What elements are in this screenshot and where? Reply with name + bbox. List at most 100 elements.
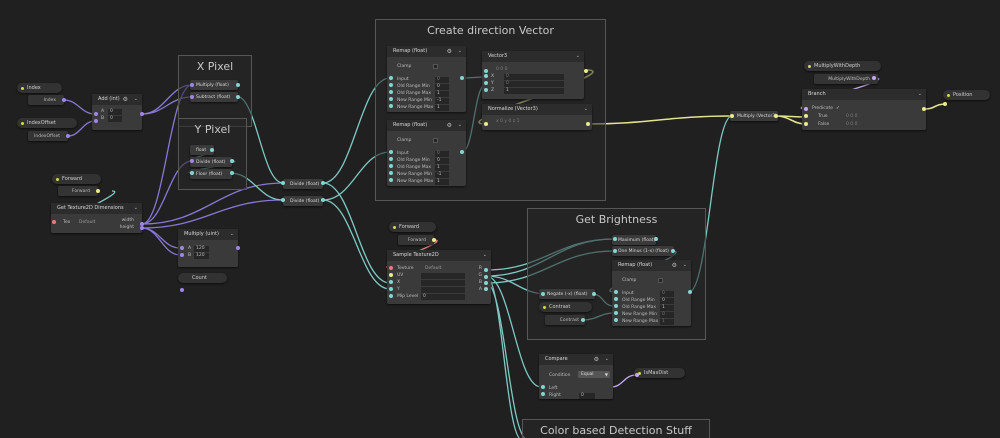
node-header[interactable]: Remap (float)⚙⌄	[387, 120, 466, 131]
port-float-14[interactable]	[230, 159, 234, 163]
node-header[interactable]: Remap (float)⚙⌄	[387, 46, 466, 57]
port-float-27[interactable]	[389, 90, 393, 94]
property-forward-2[interactable]: Forward	[389, 222, 436, 232]
port-texture-54[interactable]	[389, 266, 393, 270]
port-float-66[interactable]	[671, 249, 675, 253]
port-float-63[interactable]	[613, 237, 617, 241]
sample-texture2d-node[interactable]: Sample Texture2D⌄ Texture Default UV X Y…	[387, 250, 491, 304]
remap-float-node-2[interactable]: Remap (float)⚙⌄ Clamp Input Old Range Mi…	[387, 120, 466, 186]
port-vector-48[interactable]	[804, 122, 808, 126]
old-max-field[interactable]: 1	[435, 165, 449, 171]
property-position[interactable]: Position	[943, 90, 990, 100]
input-a-field[interactable]: 120	[194, 246, 209, 252]
port-float-35[interactable]	[389, 178, 393, 182]
branch-node[interactable]: Branch⌄ Predicate ✓ True False 0 0 0 0 0…	[802, 89, 926, 130]
floor-float-node[interactable]: Floor (float)	[190, 169, 232, 179]
port-float-12[interactable]	[210, 148, 214, 152]
chevron-down-icon[interactable]: ⌄	[133, 96, 138, 102]
port-float-29[interactable]	[389, 104, 393, 108]
old-min-field[interactable]: 0	[435, 84, 449, 90]
clamp-checkbox[interactable]	[658, 278, 663, 283]
wire-int-9[interactable]	[141, 199, 284, 229]
port-int-17[interactable]	[180, 246, 184, 250]
remap-float-node-1[interactable]: Remap (float)⚙⌄ Clamp Input Old Range Mi…	[387, 46, 466, 112]
divide-float-small-node[interactable]: Divide (float)	[190, 157, 232, 167]
port-float-76[interactable]	[541, 385, 545, 389]
port-float-10[interactable]	[236, 83, 240, 87]
port-float-28[interactable]	[389, 97, 393, 101]
input-field[interactable]: 0	[435, 151, 449, 157]
port-float-15[interactable]	[190, 171, 194, 175]
wire-bool-40[interactable]	[610, 374, 637, 388]
port-float-38[interactable]	[484, 74, 488, 78]
port-int-18[interactable]	[180, 253, 184, 257]
multiply-with-depth-output-node[interactable]: MultiplyWithDepth	[814, 74, 878, 84]
port-vector-52[interactable]	[96, 189, 100, 193]
port-float-25[interactable]	[389, 76, 393, 80]
port-float-70[interactable]	[614, 311, 618, 315]
wire-float-18[interactable]	[322, 199, 391, 290]
old-max-field[interactable]: 1	[435, 91, 449, 97]
port-float-72[interactable]	[688, 290, 692, 294]
new-min-field[interactable]: 0	[660, 312, 674, 318]
port-float-21[interactable]	[281, 181, 285, 185]
remap-float-node-3[interactable]: Remap (float)⚙⌄ Clamp Input Old Range Mi…	[612, 260, 691, 326]
port-float-33[interactable]	[389, 164, 393, 168]
gear-icon[interactable]: ⚙	[593, 356, 599, 363]
subtract-float-node[interactable]: Subtract (float)	[190, 92, 238, 102]
new-max-field[interactable]: 1	[435, 179, 449, 185]
node-header[interactable]: Normalize (Vector3)⌄	[482, 104, 592, 115]
node-header[interactable]: Vector3⌄	[482, 51, 584, 62]
wire-int-6[interactable]	[141, 227, 181, 249]
port-float-31[interactable]	[389, 150, 393, 154]
old-min-field[interactable]: 0	[435, 158, 449, 164]
port-int-0[interactable]	[62, 98, 66, 102]
port-float-30[interactable]	[460, 76, 464, 80]
port-vector-45[interactable]	[774, 114, 778, 118]
port-float-58[interactable]	[389, 294, 393, 298]
port-float-40[interactable]	[484, 88, 488, 92]
port-vector-51[interactable]	[943, 102, 947, 106]
one-minus-float-node[interactable]: One Minus (1-x) (float)	[612, 246, 674, 256]
port-bool-46[interactable]	[804, 107, 808, 111]
gear-icon[interactable]: ⚙	[671, 262, 677, 269]
node-header[interactable]: Branch⌄	[802, 89, 926, 100]
contrast-output-node[interactable]: Contrast	[545, 315, 585, 325]
chevron-down-icon[interactable]: ⌄	[457, 122, 462, 128]
group-x-pixel[interactable]: X Pixel	[178, 55, 252, 127]
port-vector-43[interactable]	[586, 122, 590, 126]
chevron-down-icon[interactable]: ⌄	[575, 53, 580, 59]
node-header[interactable]: Remap (float)⚙⌄	[612, 260, 691, 271]
x-field[interactable]	[421, 280, 465, 286]
port-float-59[interactable]	[484, 268, 488, 272]
wire-float-34[interactable]	[485, 275, 522, 438]
clamp-checkbox[interactable]	[433, 138, 438, 143]
port-float-61[interactable]	[484, 281, 488, 285]
port-float-56[interactable]	[389, 280, 393, 284]
gear-icon[interactable]: ⚙	[446, 48, 452, 55]
port-float-71[interactable]	[614, 318, 618, 322]
port-float-77[interactable]	[541, 392, 545, 396]
port-float-34[interactable]	[389, 171, 393, 175]
maximum-float-node[interactable]: Maximum (float)	[612, 235, 656, 245]
port-float-16[interactable]	[230, 171, 234, 175]
port-float-23[interactable]	[281, 198, 285, 202]
multiply-vector3-node[interactable]: Multiply (Vector3)	[730, 111, 778, 121]
wire-int-7[interactable]	[141, 227, 181, 256]
new-max-field[interactable]: 1	[435, 105, 449, 111]
node-header[interactable]: Add (int)⚙⌄	[92, 94, 142, 105]
condition-dropdown[interactable]: Equal▼	[578, 371, 610, 378]
normalize-vector3-node[interactable]: Normalize (Vector3)⌄ x 0 y 0 z 1	[482, 104, 592, 130]
mip-level-field[interactable]: 0	[421, 294, 465, 300]
new-min-field[interactable]: -1	[435, 98, 449, 104]
uv-field[interactable]	[421, 273, 465, 279]
port-float-57[interactable]	[389, 287, 393, 291]
port-vector-55[interactable]	[389, 273, 393, 277]
index-offset-output-node[interactable]: IndexOffset	[28, 131, 68, 141]
index-output-node[interactable]: Index	[28, 95, 64, 105]
port-float-22[interactable]	[321, 181, 325, 185]
port-float-39[interactable]	[484, 81, 488, 85]
port-vector-41[interactable]	[584, 69, 588, 73]
property-multiply-with-depth[interactable]: MultiplyWithDepth	[804, 61, 881, 71]
